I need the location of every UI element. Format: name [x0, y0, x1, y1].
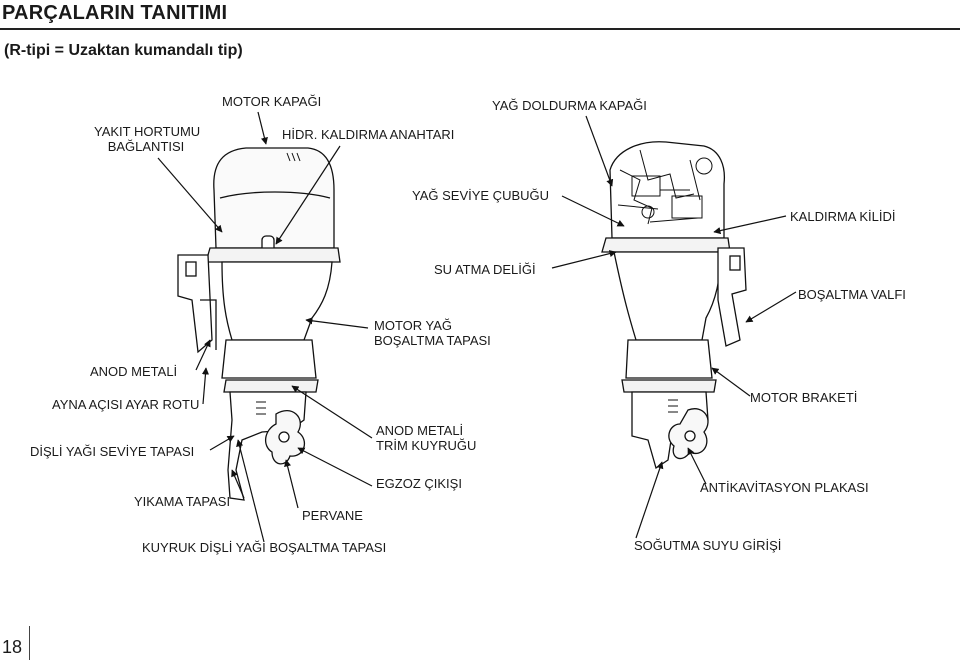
- title-divider: [0, 28, 960, 30]
- label-yikama: YIKAMA TAPASI: [134, 494, 231, 509]
- leader-lines-right: [551, 115, 797, 539]
- label-egzoz: EGZOZ ÇIKIŞI: [376, 476, 462, 491]
- label-yakit-hortumu-line2: BAĞLANTISI: [107, 139, 185, 154]
- label-su-atma: SU ATMA DELİĞİ: [434, 262, 536, 277]
- label-motor-yag-line2: BOŞALTMA TAPASI: [374, 333, 491, 348]
- label-disli-yagi: DİŞLİ YAĞI SEVİYE TAPASI: [30, 444, 195, 459]
- page-subtitle: (R-tipi = Uzaktan kumandalı tip): [4, 42, 243, 59]
- label-anod-trim-line1: ANOD METALİ: [376, 423, 464, 438]
- right-outboard-motor: [601, 141, 747, 470]
- label-ayna-acisi: AYNA AÇISI AYAR ROTU: [52, 397, 200, 412]
- label-hidr-kaldirma: HİDR. KALDIRMA ANAHTARI: [282, 127, 455, 142]
- engine-cover-shape: [213, 147, 335, 249]
- label-bosaltma-valfi: BOŞALTMA VALFI: [798, 287, 906, 302]
- label-yag-doldurma: YAĞ DOLDURMA KAPAĞI: [492, 98, 647, 113]
- label-kuyruk-disli: KUYRUK DİŞLİ YAĞI BOŞALTMA TAPASI: [142, 540, 387, 555]
- left-outboard-motor: [177, 147, 341, 501]
- label-kaldirma-kilidi: KALDIRMA KİLİDİ: [790, 209, 896, 224]
- label-motor-yag-line1: MOTOR YAĞ: [374, 318, 453, 333]
- label-motor-kapagi: MOTOR KAPAĞI: [222, 94, 322, 109]
- label-sogutma: SOĞUTMA SUYU GİRİŞİ: [634, 538, 782, 553]
- label-yakit-hortumu-line1: YAKIT HORTUMU: [94, 124, 201, 139]
- label-motor-yag: MOTOR YAĞ BOŞALTMA TAPASI: [374, 318, 491, 348]
- label-motor-braketi: MOTOR BRAKETİ: [750, 390, 858, 405]
- page-number-divider: [29, 626, 30, 660]
- label-yakit-hortumu: YAKIT HORTUMU BAĞLANTISI: [94, 124, 201, 154]
- label-anod-metali: ANOD METALİ: [90, 364, 178, 379]
- page-title: PARÇALARIN TANITIMI: [2, 2, 228, 24]
- label-pervane: PERVANE: [302, 508, 363, 523]
- label-yag-seviye: YAĞ SEVİYE ÇUBUĞU: [412, 188, 550, 203]
- label-anod-trim: ANOD METALİ TRİM KUYRUĞU: [376, 423, 476, 453]
- leader-lines: [157, 111, 373, 543]
- label-antikavitasyon: ANTİKAVİTASYON PLAKASI: [700, 480, 869, 495]
- page-number: 18: [2, 637, 23, 657]
- label-anod-trim-line2: TRİM KUYRUĞU: [376, 438, 477, 453]
